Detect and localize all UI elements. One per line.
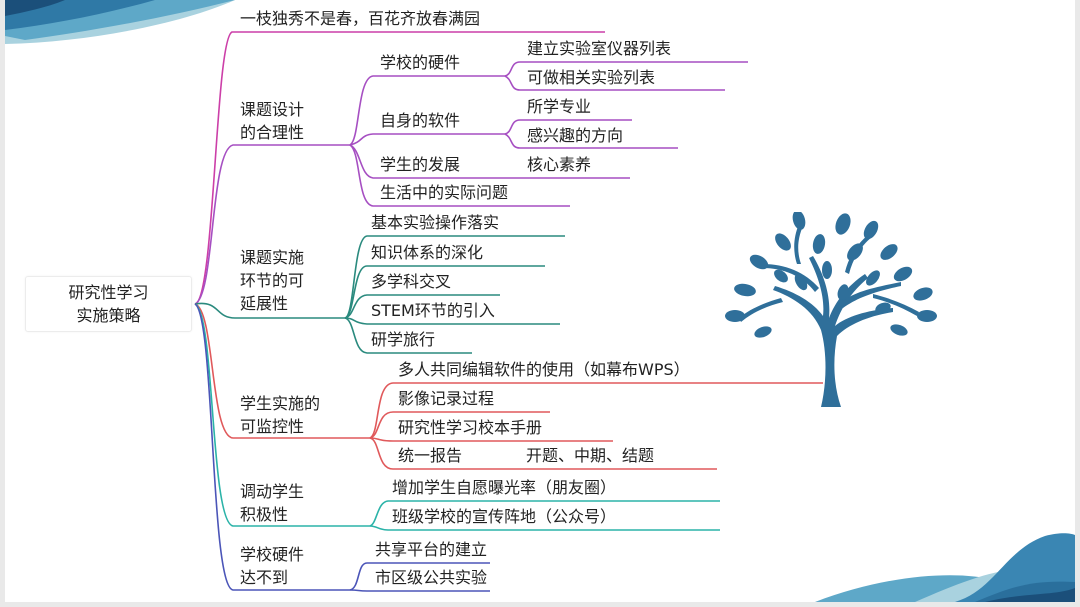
branch-motivation[interactable]: 调动学生 积极性 [240, 482, 305, 524]
node-unified-report[interactable]: 统一报告 [398, 446, 463, 465]
node-collab-editing[interactable]: 多人共同编辑软件的使用（如幕布WPS） [398, 360, 690, 379]
mindmap-connectors [194, 31, 823, 592]
node-public-lab[interactable]: 市区级公共实验 [375, 568, 488, 587]
branch-motto[interactable]: 一枝独秀不是春，百花齐放春满园 [240, 9, 481, 28]
node-study-tour[interactable]: 研学旅行 [371, 330, 436, 349]
node-knowledge-deepening[interactable]: 知识体系的深化 [371, 243, 484, 262]
node-basic-experiments[interactable]: 基本实验操作落实 [371, 213, 500, 232]
wave-bottom-right-icon [815, 533, 1075, 602]
slide: 研究性学习 实施策略 一枝独秀不是春，百花齐放春满园 课题设计 的合理性 课题实… [5, 0, 1075, 602]
node-real-life-problems[interactable]: 生活中的实际问题 [380, 183, 509, 202]
node-student-development[interactable]: 学生的发展 [380, 155, 461, 174]
node-interdisciplinary[interactable]: 多学科交叉 [371, 272, 452, 291]
node-own-software[interactable]: 自身的软件 [380, 111, 461, 130]
tree-icon [725, 212, 937, 407]
node-major[interactable]: 所学专业 [527, 97, 592, 116]
node-video-record[interactable]: 影像记录过程 [398, 389, 495, 408]
node-handbook[interactable]: 研究性学习校本手册 [398, 418, 543, 437]
branch-topic-design[interactable]: 课题设计 的合理性 [240, 100, 305, 142]
node-experiment-list[interactable]: 可做相关实验列表 [527, 68, 656, 87]
branch-topic-extension[interactable]: 课题实施 环节的可 延展性 [240, 248, 305, 313]
node-lab-equipment-list[interactable]: 建立实验室仪器列表 [527, 39, 672, 58]
branch-monitoring[interactable]: 学生实施的 可监控性 [240, 394, 321, 436]
branch-hardware-lacking[interactable]: 学校硬件 达不到 [240, 545, 305, 587]
node-stem[interactable]: STEM环节的引入 [371, 301, 495, 320]
node-publicity[interactable]: 班级学校的宣传阵地（公众号） [392, 507, 617, 526]
node-exposure[interactable]: 增加学生自愿曝光率（朋友圈） [392, 478, 617, 497]
node-core-literacy[interactable]: 核心素养 [527, 155, 592, 174]
wave-top-left-icon [5, 0, 235, 44]
node-shared-platform[interactable]: 共享平台的建立 [375, 540, 488, 559]
root-node[interactable]: 研究性学习 实施策略 [25, 276, 192, 332]
node-report-stages[interactable]: 开题、中期、结题 [526, 446, 655, 465]
node-interest[interactable]: 感兴趣的方向 [527, 126, 624, 145]
node-school-hardware[interactable]: 学校的硬件 [380, 53, 461, 72]
